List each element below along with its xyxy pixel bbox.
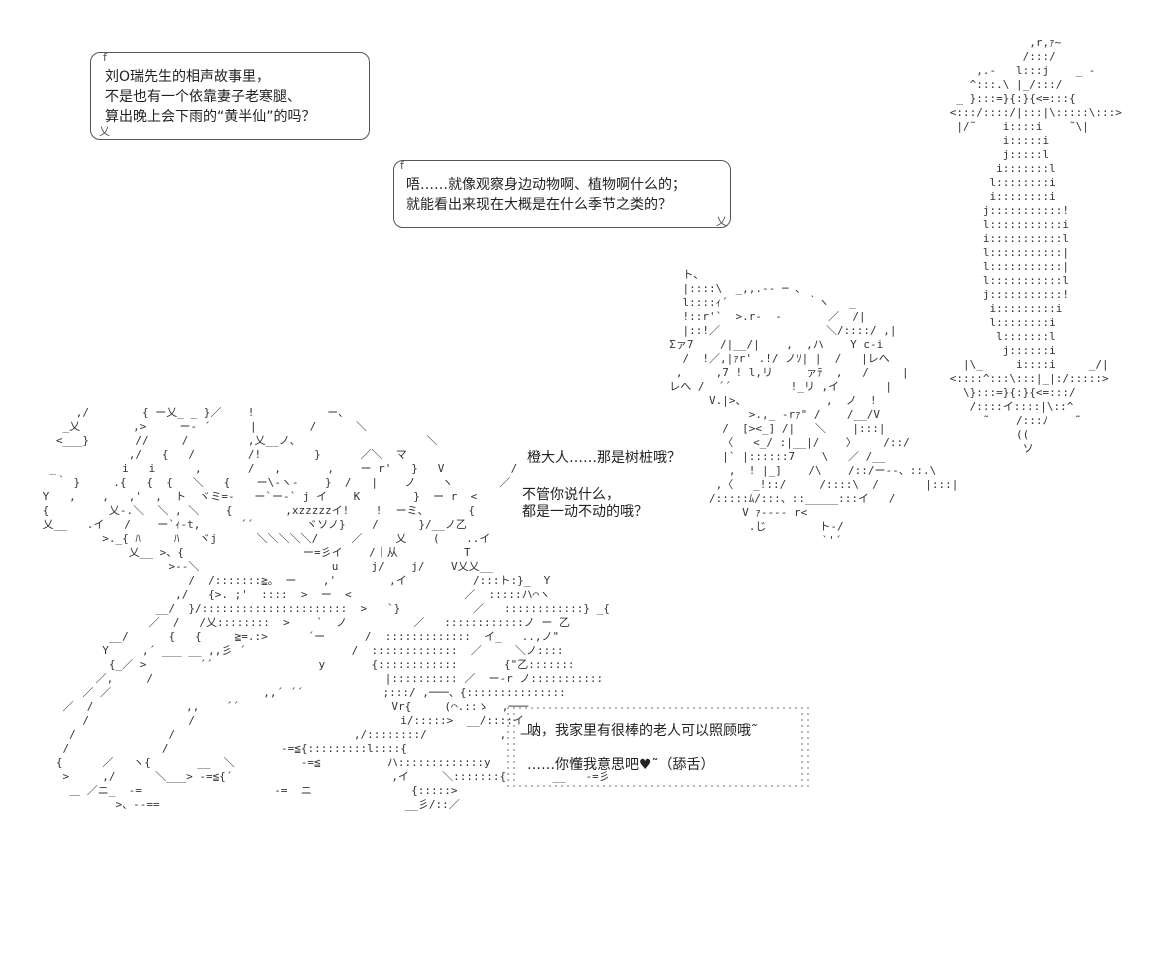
speech-bubble-top-left: f 乂 刘O瑞先生的相声故事里， 不是也有一个依靠妻子老寒腿、 算出晚上会下雨的… [90, 51, 370, 140]
dotted-box-line: 呐，我家里有很棒的老人可以照顾哦˜ [527, 723, 758, 739]
speech-line: 不管你说什么， [522, 487, 620, 503]
staff-line-art: ,r,ｧ~ /:::/ ,.- l:::j _ - ^:::.\ |_/:::/… [949, 36, 1122, 455]
speech-bubble-top-middle: f 乂 唔……就像观察身边动物啊、植物啊什么的； 就能看出来现在大概是在什么季节… [393, 159, 731, 228]
bubble-line: 就能看出来现在大概是在什么季节之类的？ [406, 197, 672, 213]
bubble-line: 算出晚上会下雨的“黄半仙”的吗？ [105, 109, 316, 125]
character-right-line-art: ト、 |::::\ _,,.-‐ ─ 、 l::::ｨ´ ｀ヽ _ !::r'`… [656, 268, 959, 547]
bubble-hook-icon: f [400, 159, 404, 172]
bubble-line: 唔……就像观察身边动物啊、植物啊什么的； [406, 177, 686, 193]
dotted-box-inner [517, 711, 800, 781]
dotted-box-line: ……你懂我意思吧♥˜（舔舌） [527, 757, 715, 773]
bubble-line: 不是也有一个依靠妻子老寒腿、 [105, 89, 301, 105]
speech-line: 都是一动不动的哦？ [522, 504, 648, 520]
bubble-hook-icon: f [103, 51, 107, 64]
bubble-tail-icon: 乂 [716, 215, 727, 228]
speech-line: 橙大人……那是树桩哦？ [527, 450, 681, 466]
bubble-line: 刘O瑞先生的相声故事里， [105, 69, 271, 85]
dotted-dialogue-box: 呐，我家里有很棒的老人可以照顾哦˜ ……你懂我意思吧♥˜（舔舌） [505, 705, 810, 787]
character-left-line-art: ,/ { ー乂_ _ }／ ! ー、 _乂 ,> ー- ´ | / ＼ <___… [42, 406, 610, 811]
bubble-tail-icon: 乂 [99, 125, 110, 138]
